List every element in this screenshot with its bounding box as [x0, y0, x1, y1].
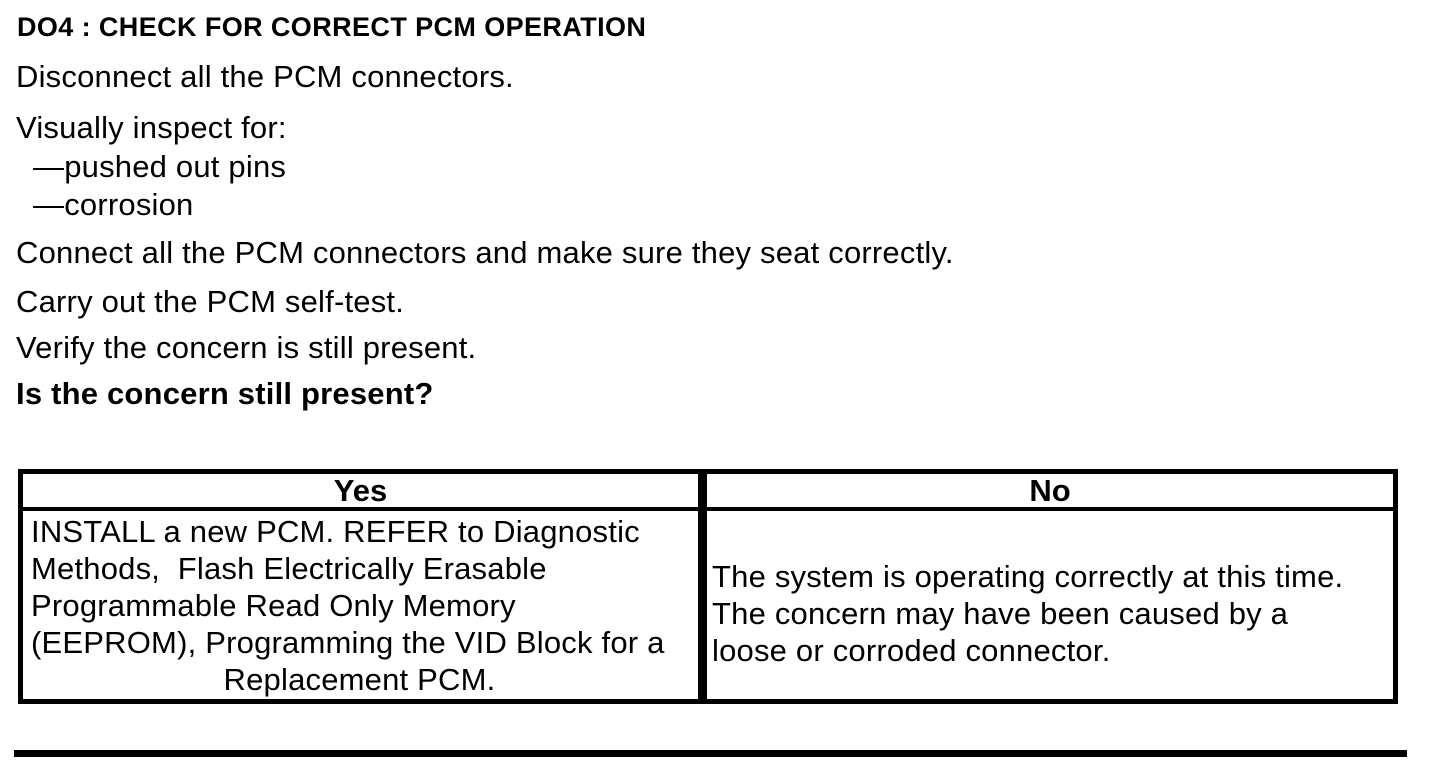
yes-cell-line: INSTALL a new PCM. REFER to Diagnostic [31, 514, 640, 549]
yes-cell-line: Methods, Flash Electrically Erasable [31, 551, 547, 586]
step-disconnect: Disconnect all the PCM connectors. [16, 59, 514, 94]
step-selftest: Carry out the PCM self-test. [16, 284, 405, 319]
no-cell-line: loose or corroded connector. [712, 633, 1111, 668]
yes-cell-line: (EEPROM), Programming the VID Block for … [31, 625, 665, 660]
inspect-list-item: —pushed out pins [33, 149, 287, 184]
yes-action-cell: INSTALL a new PCM. REFER to Diagnostic M… [23, 511, 698, 698]
no-column-header: No [707, 474, 1393, 511]
step-verify: Verify the concern is still present. [16, 330, 477, 365]
yes-cell-line: Programmable Read Only Memory [31, 588, 516, 623]
step-connect: Connect all the PCM connectors and make … [16, 235, 954, 270]
no-cell-line: The concern may have been caused by a [712, 596, 1289, 631]
yes-cell-line: Replacement PCM. [223, 662, 496, 697]
horizontal-rule [14, 750, 1407, 757]
procedure-heading: DO4 : CHECK FOR CORRECT PCM OPERATION [17, 12, 647, 42]
no-column: No The system is operating correctly at … [703, 474, 1393, 699]
results-table: Yes INSTALL a new PCM. REFER to Diagnost… [18, 469, 1398, 704]
yes-column-header: Yes [23, 474, 698, 511]
decision-question: Is the concern still present? [16, 376, 434, 411]
inspect-list-item: —corrosion [33, 187, 194, 222]
yes-column: Yes INSTALL a new PCM. REFER to Diagnost… [23, 474, 703, 699]
step-inspect-intro: Visually inspect for: [16, 110, 287, 145]
no-action-cell: The system is operating correctly at thi… [707, 511, 1393, 669]
no-cell-line: The system is operating correctly at thi… [712, 559, 1344, 594]
